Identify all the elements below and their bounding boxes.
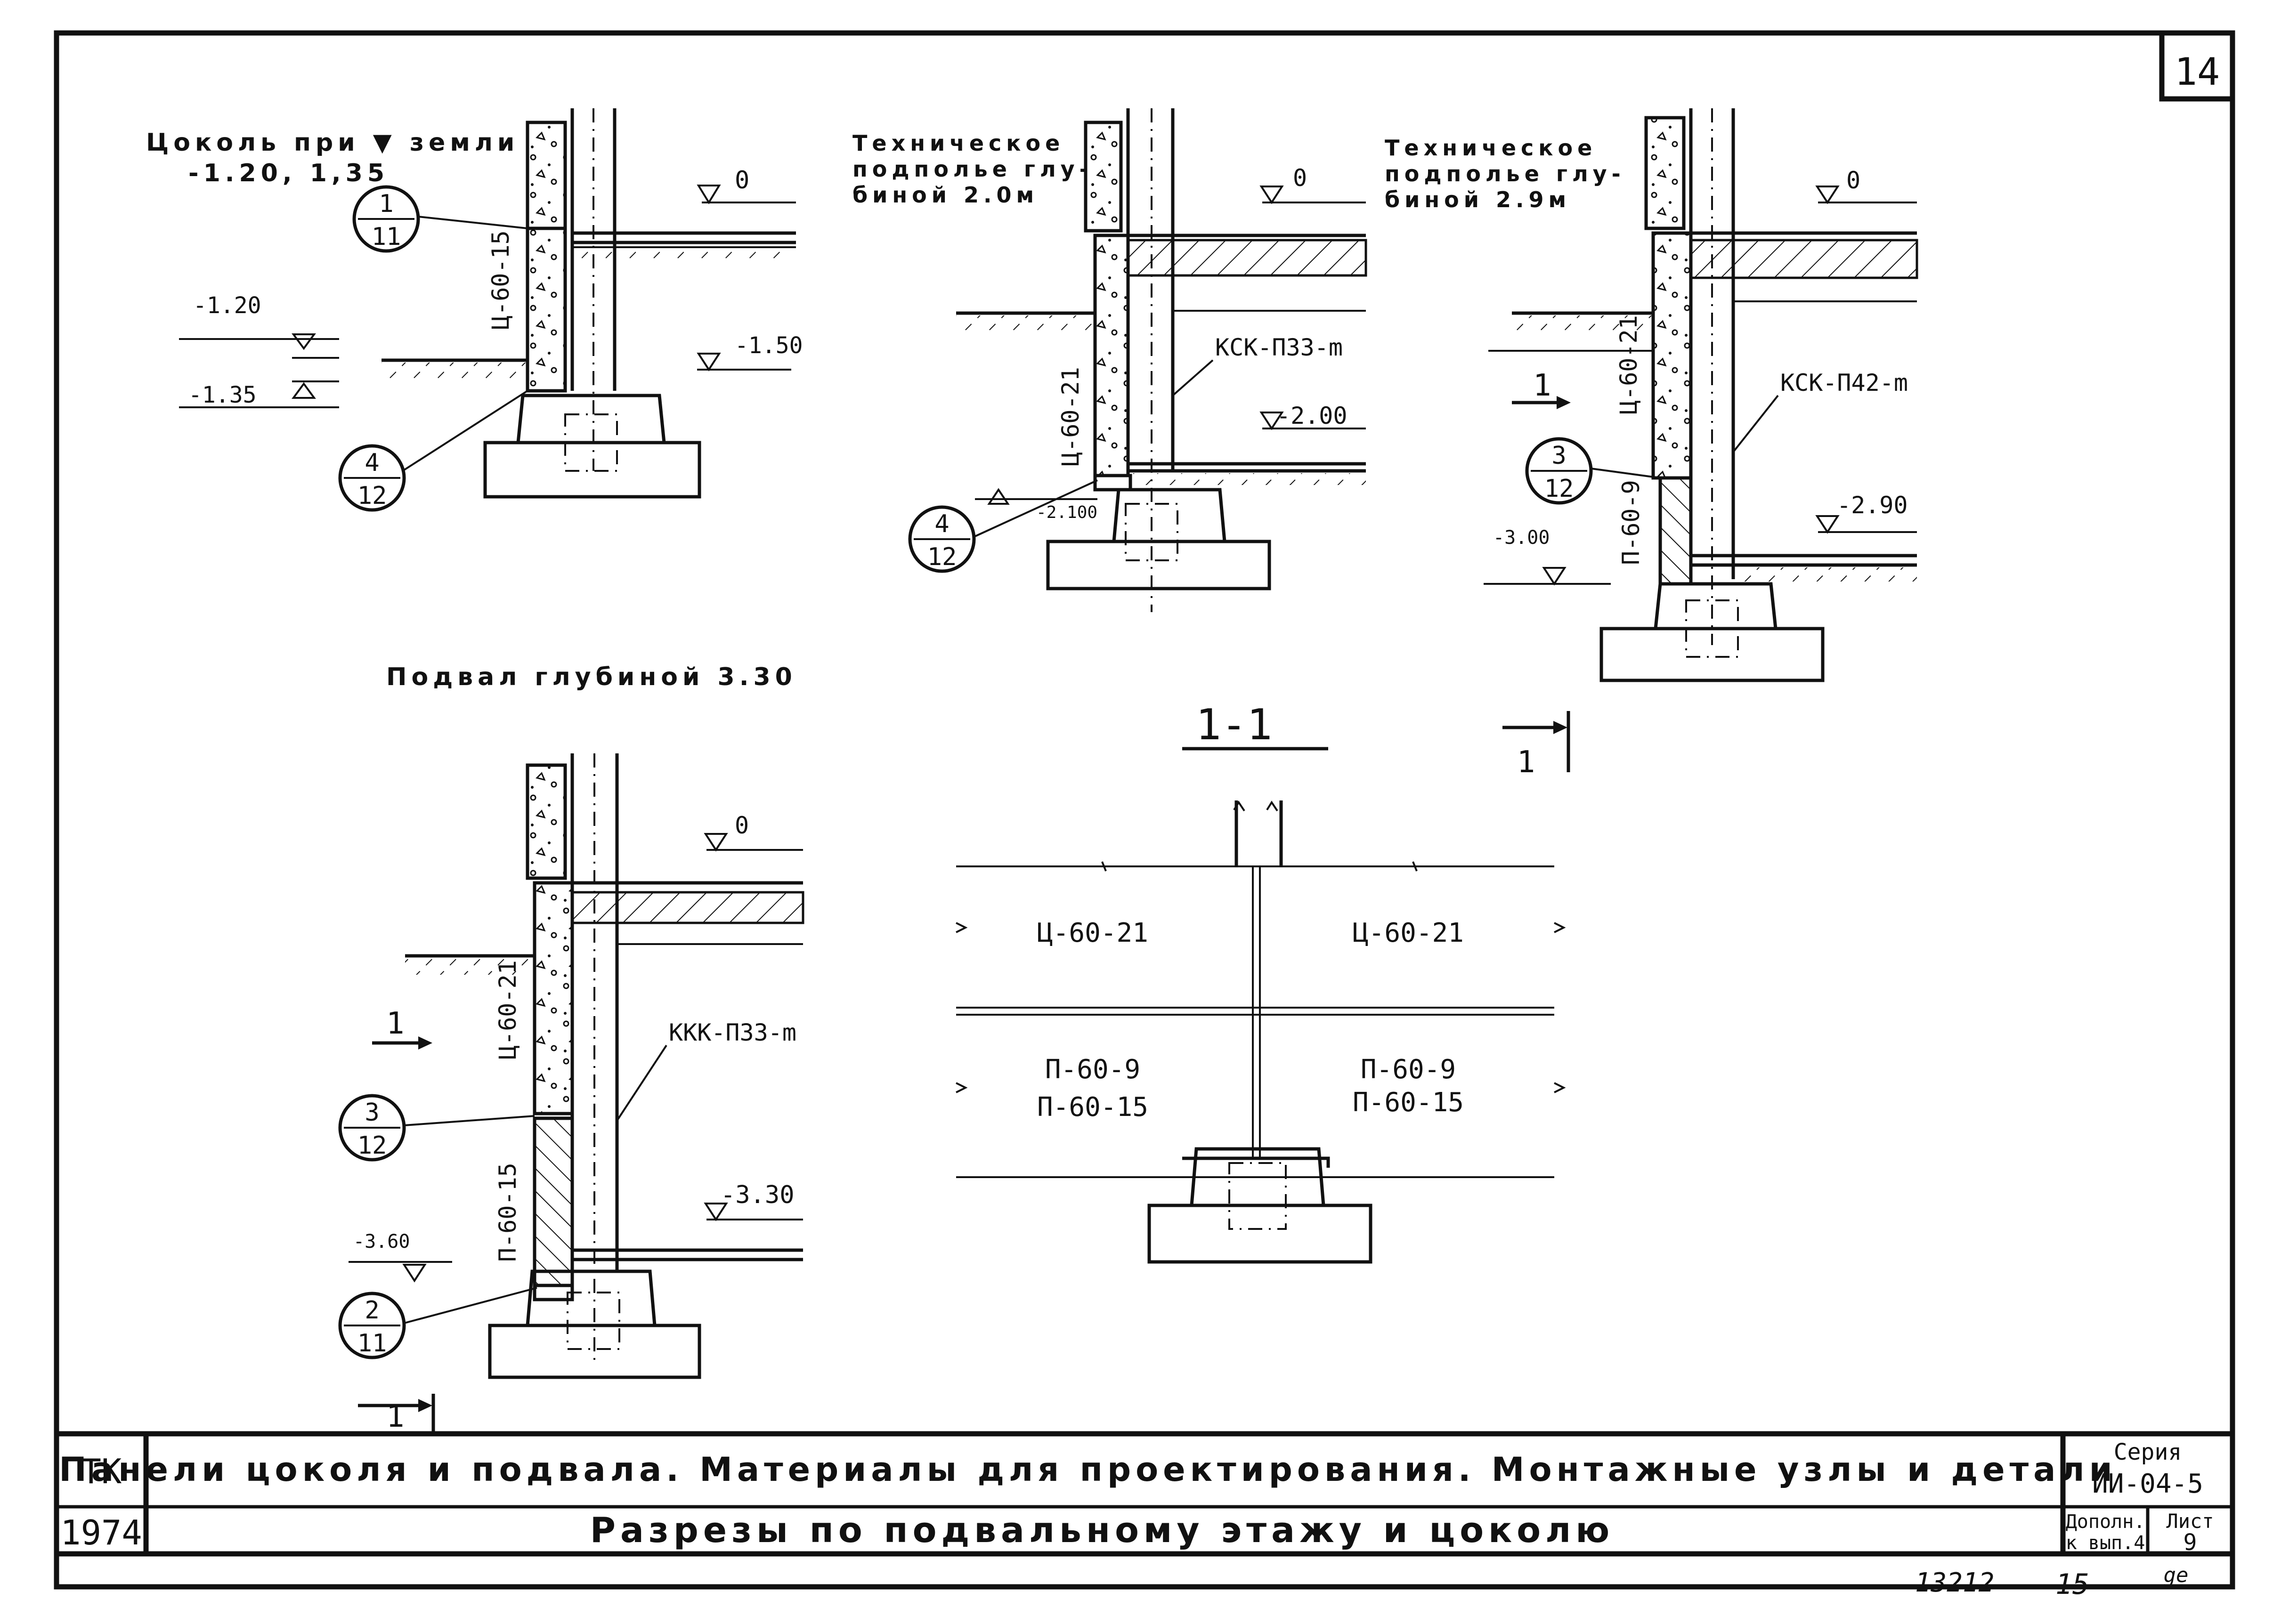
detail4-mark-low: -3.60 — [353, 1231, 410, 1252]
detail4-panel-upper — [533, 881, 574, 1115]
detail2-mark-floor: -2.00 — [1276, 402, 1347, 429]
corner-mark: ТК — [81, 1452, 122, 1491]
detail2-title-line2: подполье глу- — [852, 156, 1093, 182]
detail4-callout-lower — [338, 1292, 406, 1359]
detail-3: Техническое подполье глу- биной 2.9м Ц-6… — [1385, 108, 1918, 682]
detail2-callout — [908, 505, 976, 573]
elevation-lower-right-2: П-60-15 — [1353, 1087, 1464, 1118]
detail1-mark-top: 0 — [735, 166, 749, 194]
detail4-mark-floor: -3.30 — [721, 1181, 795, 1209]
detail3-panel-upper — [1651, 231, 1693, 480]
detail1-callout-bottom — [338, 444, 406, 512]
detail4-section-mark-top: 1 — [386, 1006, 405, 1041]
detail1-mark-a: -1.20 — [193, 292, 261, 319]
detail3-title-line1: Техническое — [1385, 135, 1597, 161]
elevation-upper-left: Ц-60-21 — [1037, 918, 1148, 948]
detail4-callout-lower-num: 2 — [365, 1296, 379, 1325]
elevation-lower-left-1: П-60-9 — [1045, 1054, 1140, 1085]
list-value: 9 — [2184, 1529, 2197, 1556]
detail-2: Техническое подполье глу- биной 2.0м Ц-6… — [852, 108, 1367, 612]
detail1-mark-b: -1.35 — [188, 382, 257, 408]
footer-sign: ge — [2164, 1563, 2189, 1587]
detail4-callout-lower-den: 11 — [357, 1329, 387, 1357]
detail2-mark-top: 0 — [1293, 164, 1307, 192]
detail3-panel-lower — [1658, 476, 1693, 586]
detail1-panel-label: Ц-60-15 — [487, 230, 514, 330]
detail4-column-label: ККК-П33-m — [669, 1019, 796, 1046]
elevation-lower-right-1: П-60-9 — [1361, 1054, 1456, 1085]
title-sub: Разрезы по подвальному этажу и цоколю — [590, 1510, 1615, 1551]
detail3-callout-den: 12 — [1544, 475, 1574, 503]
detail3-mark-top: 0 — [1846, 167, 1860, 194]
series-value: ИИ-04-5 — [2092, 1469, 2203, 1499]
sheet-number-box — [2159, 30, 2235, 102]
detail1-title-line2: -1.20, 1,35 — [188, 159, 389, 187]
sheet-frame — [54, 30, 2235, 1590]
detail2-callout-den: 12 — [927, 543, 957, 571]
detail3-mark-floor: -2.90 — [1837, 492, 1908, 519]
detail4-panel-lower — [533, 1116, 574, 1287]
detail2-column-label: КСК-П33-m — [1215, 334, 1343, 361]
detail4-callout-upper-den: 12 — [357, 1131, 387, 1160]
supplement-value: к вып.4 — [2066, 1532, 2145, 1554]
detail1-title-line1: Цоколь при ▼ земли — [146, 129, 519, 157]
detail1-callout-top-den: 11 — [372, 223, 401, 251]
detail4-title: Подвал глубиной 3.30 — [386, 663, 797, 691]
detail2-panel-label: Ц-60-21 — [1057, 367, 1084, 466]
detail4-callout-upper — [338, 1094, 406, 1162]
detail4-panel-upper-label: Ц-60-21 — [494, 960, 521, 1059]
detail1-footing-slab — [483, 441, 701, 499]
elevation-section-mark: 1 — [1517, 745, 1535, 780]
detail1-panel — [526, 226, 567, 393]
series-label: Серия — [2114, 1439, 2182, 1465]
elevation-lower-left-2: П-60-15 — [1037, 1092, 1148, 1123]
detail2-panel — [1093, 234, 1130, 477]
detail3-panel-lower-label: П-60-9 — [1617, 480, 1645, 565]
detail3-section-mark: 1 — [1533, 368, 1551, 403]
detail-4: Подвал глубиной 3.30 Ц-60-21 П-60-15 ККК… — [338, 663, 804, 1434]
detail-1: Цоколь при ▼ земли -1.20, 1,35 Ц-60-15 0… — [146, 108, 803, 512]
supplement-label: Дополн. — [2066, 1511, 2145, 1533]
detail1-footing-block — [516, 394, 666, 444]
detail4-panel-lower-label: П-60-15 — [494, 1163, 521, 1262]
detail1-mark-c: -1.50 — [735, 332, 803, 359]
detail2-title-line1: Техническое — [852, 130, 1064, 156]
detail3-callout — [1525, 437, 1593, 505]
detail2-callout-num: 4 — [934, 510, 949, 538]
detail2-floor-slab — [1127, 239, 1367, 277]
year: 1974 — [60, 1513, 142, 1552]
detail3-callout-num: 3 — [1551, 442, 1566, 470]
detail1-callout-top-num: 1 — [379, 190, 393, 218]
detail2-mark-low: -2.100 — [1036, 503, 1097, 522]
list-label: Лист — [2166, 1510, 2214, 1533]
detail1-upper-wall — [526, 121, 567, 230]
sheet-number: 14 — [2175, 50, 2220, 94]
detail3-mark-low: -3.00 — [1493, 527, 1550, 549]
detail4-callout-upper-num: 3 — [365, 1099, 379, 1127]
detail3-title-line2: подполье глу- — [1385, 161, 1625, 186]
detail2-title-line3: биной 2.0м — [852, 182, 1039, 208]
elevation-title: 1-1 — [1196, 700, 1273, 750]
detail3-column-label: КСК-П42-m — [1780, 369, 1908, 396]
detail4-mark-top: 0 — [735, 812, 749, 839]
detail3-title-line3: биной 2.9м — [1385, 187, 1571, 212]
detail1-callout-bottom-num: 4 — [365, 449, 379, 477]
elevation-upper-right: Ц-60-21 — [1353, 918, 1464, 948]
detail1-callout-top — [352, 185, 420, 253]
title-main: Панели цоколя и подвала. Материалы для п… — [59, 1450, 2117, 1489]
detail1-callout-bottom-den: 12 — [357, 482, 387, 510]
footer-number: 13212 — [1915, 1567, 1995, 1598]
footer-page: 15 — [2055, 1568, 2089, 1601]
elevation-1-1: 1-1 1 Ц-60-21 Ц-60-21 П-60-9 П-60-15 П-6… — [956, 700, 1570, 1264]
